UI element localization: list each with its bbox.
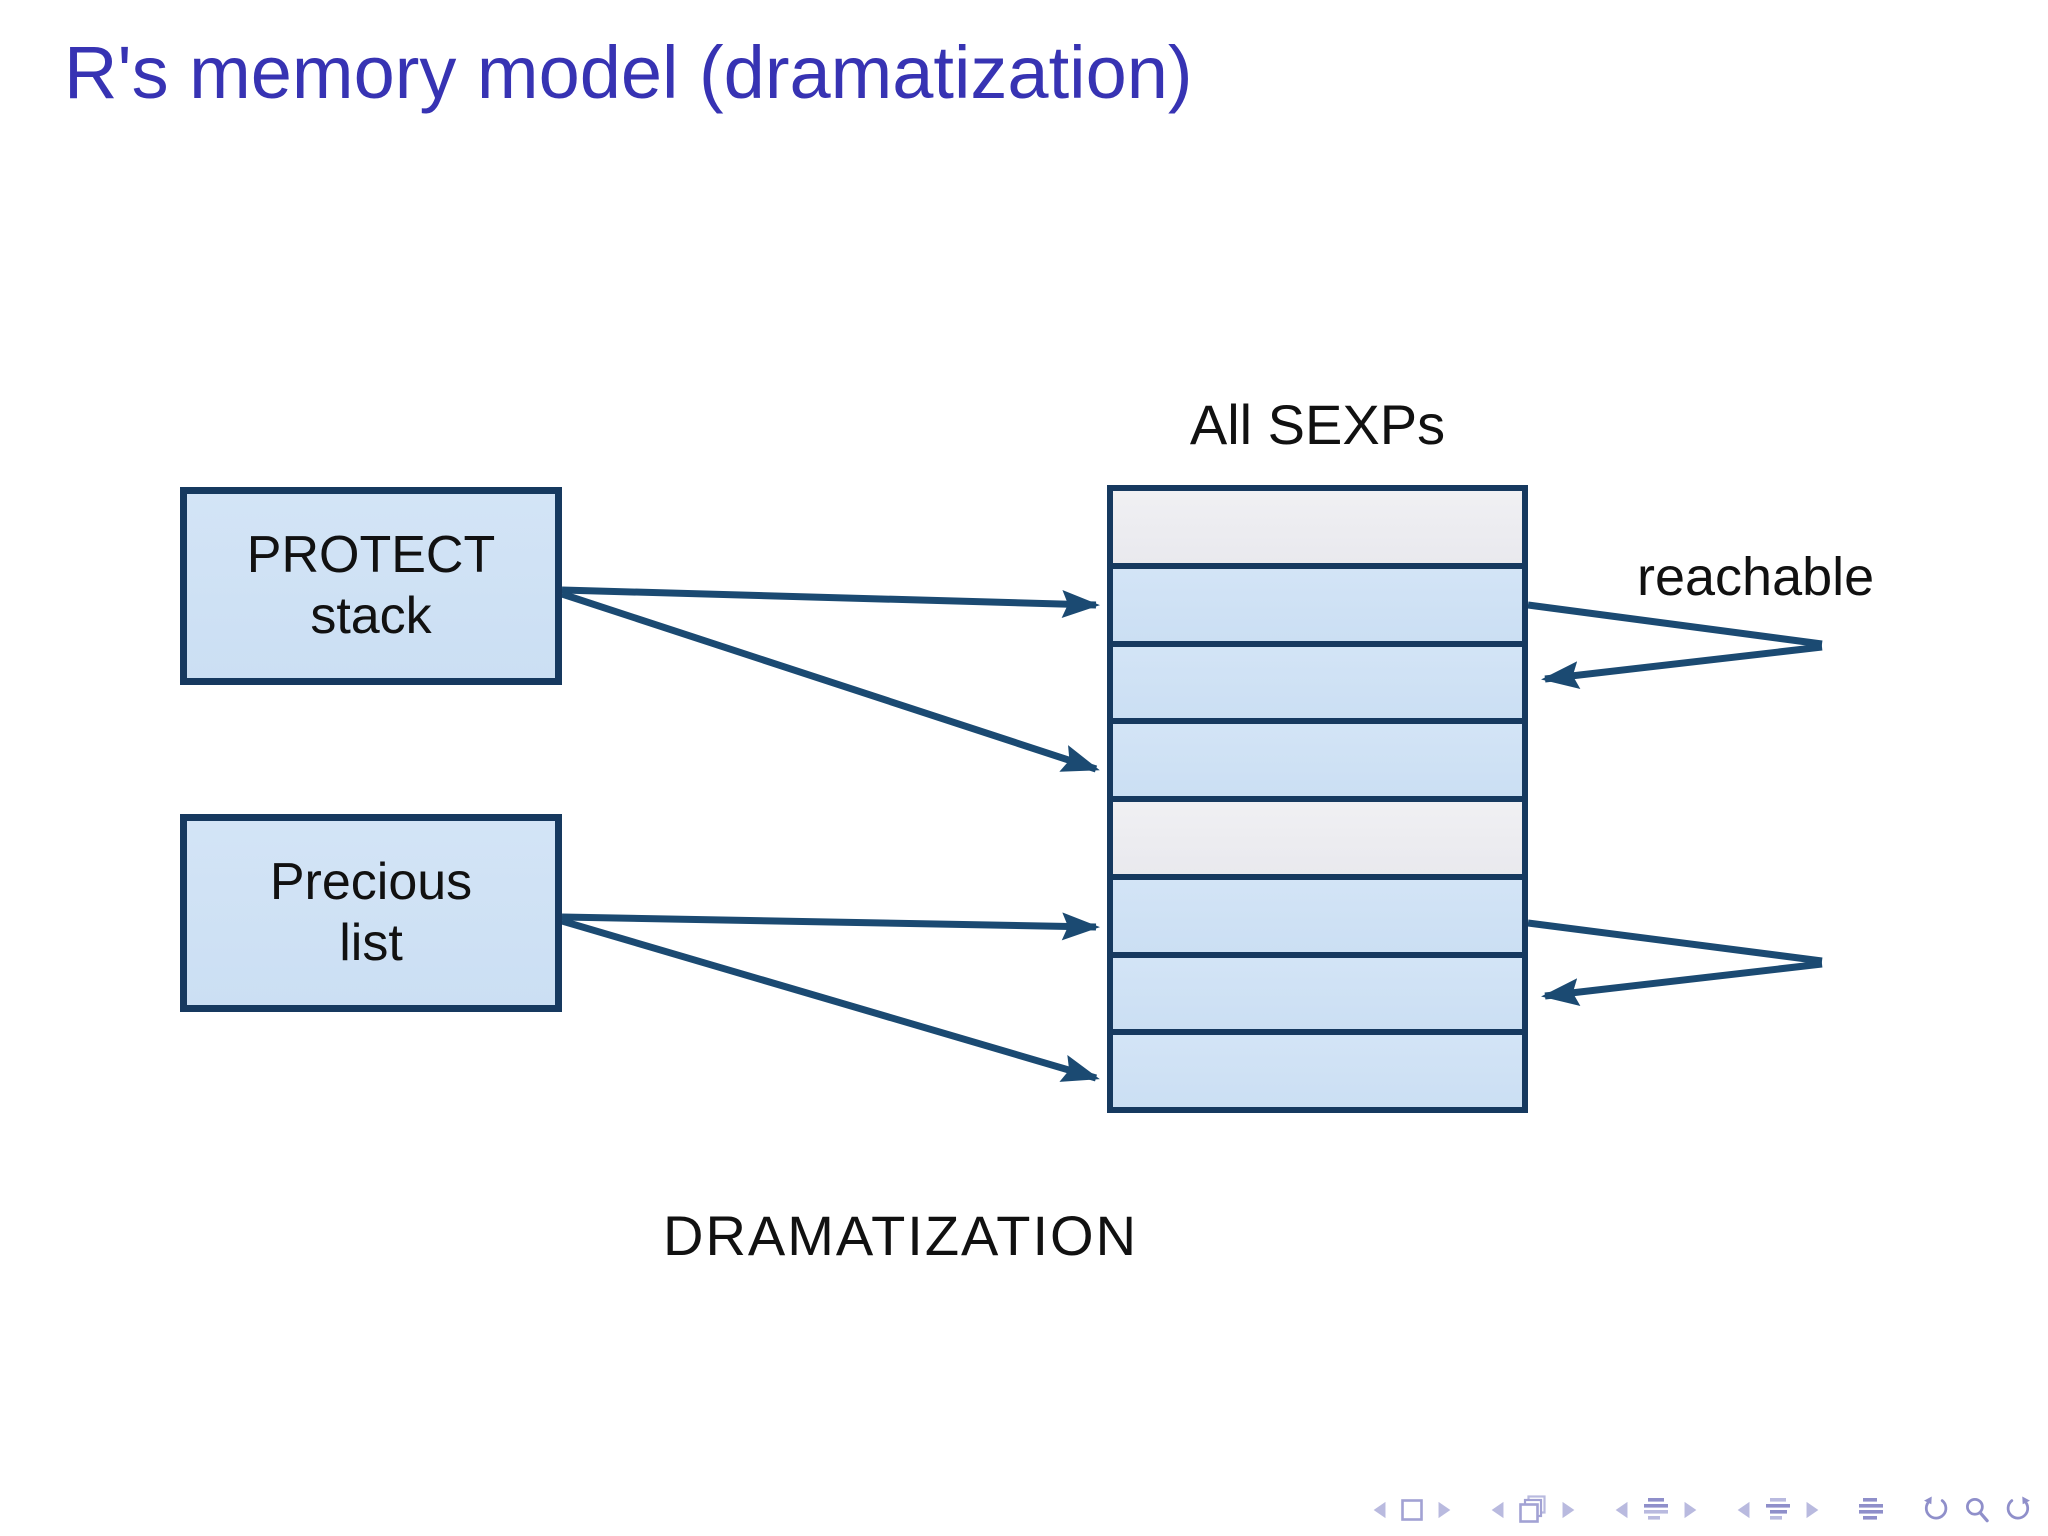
frame-nav-group [1370,1497,1454,1523]
arrow-from-precious-box [561,912,1100,941]
document-outline-icon[interactable] [1856,1496,1886,1524]
sexp-cell-1-gray [1113,491,1522,563]
precious-list-label-line1: Precious [269,852,473,911]
precious-list-label-line2: list [339,914,403,972]
beamer-navigation [1370,1494,2034,1526]
next-subsection-icon[interactable] [1802,1498,1822,1522]
search-icon[interactable] [1961,1494,1993,1526]
arrow-from-stack-cell-6 [1527,919,1823,965]
frame-group-nav-group [1488,1494,1578,1526]
tools-nav-group [1920,1494,2034,1526]
sexp-cell-4-blue [1113,724,1522,796]
arrow-from-protect-box [560,590,1100,773]
precious-list-box: Precious list [180,814,562,1012]
section-nav-group [1612,1496,1700,1524]
prev-frame-icon[interactable] [1370,1498,1390,1522]
slide-title: R's memory model (dramatization) [64,31,1193,114]
arrow-from-precious-box [561,917,1100,1082]
frame-icon[interactable] [1399,1497,1425,1523]
dramatization-caption: DRAMATIZATION [663,1204,1139,1267]
frame-stack-icon[interactable] [1517,1494,1549,1526]
document-nav-group [1856,1496,1886,1524]
redo-icon[interactable] [2002,1494,2034,1526]
sexp-cell-7-blue [1113,957,1522,1030]
next-frame-icon[interactable] [1434,1498,1454,1522]
sexp-cell-8-blue [1113,1035,1522,1107]
prev-section-icon[interactable] [1612,1498,1632,1522]
arrow-from-reachable-vertex [1541,643,1823,690]
arrow-from-stack-cell-2 [1527,601,1823,648]
sexp-cell-5-gray [1113,802,1522,874]
subsection-nav-group [1734,1496,1822,1524]
next-section-icon[interactable] [1680,1498,1700,1522]
sexp-cell-2-blue [1113,568,1522,641]
subsection-outline-icon[interactable] [1763,1496,1793,1524]
protect-stack-label-line1: PROTECT [246,525,496,584]
sexp-stack-label: All SEXPs [1189,393,1446,456]
sexp-cell-6-blue [1113,879,1522,952]
section-outline-icon[interactable] [1641,1496,1671,1524]
reachable-label: reachable [1637,547,1875,607]
arrow-from-protect-box [561,586,1100,619]
sexp-stack [1107,485,1528,1113]
protect-stack-label-line2: stack [310,587,432,645]
prev-frame-group-icon[interactable] [1488,1498,1508,1522]
arrow-from-reachable-vertex-2 [1541,960,1823,1007]
protect-stack-box: PROTECT stack [180,487,562,685]
next-frame-group-icon[interactable] [1558,1498,1578,1522]
sexp-cell-3-blue [1113,646,1522,719]
undo-icon[interactable] [1920,1494,1952,1526]
prev-subsection-icon[interactable] [1734,1498,1754,1522]
